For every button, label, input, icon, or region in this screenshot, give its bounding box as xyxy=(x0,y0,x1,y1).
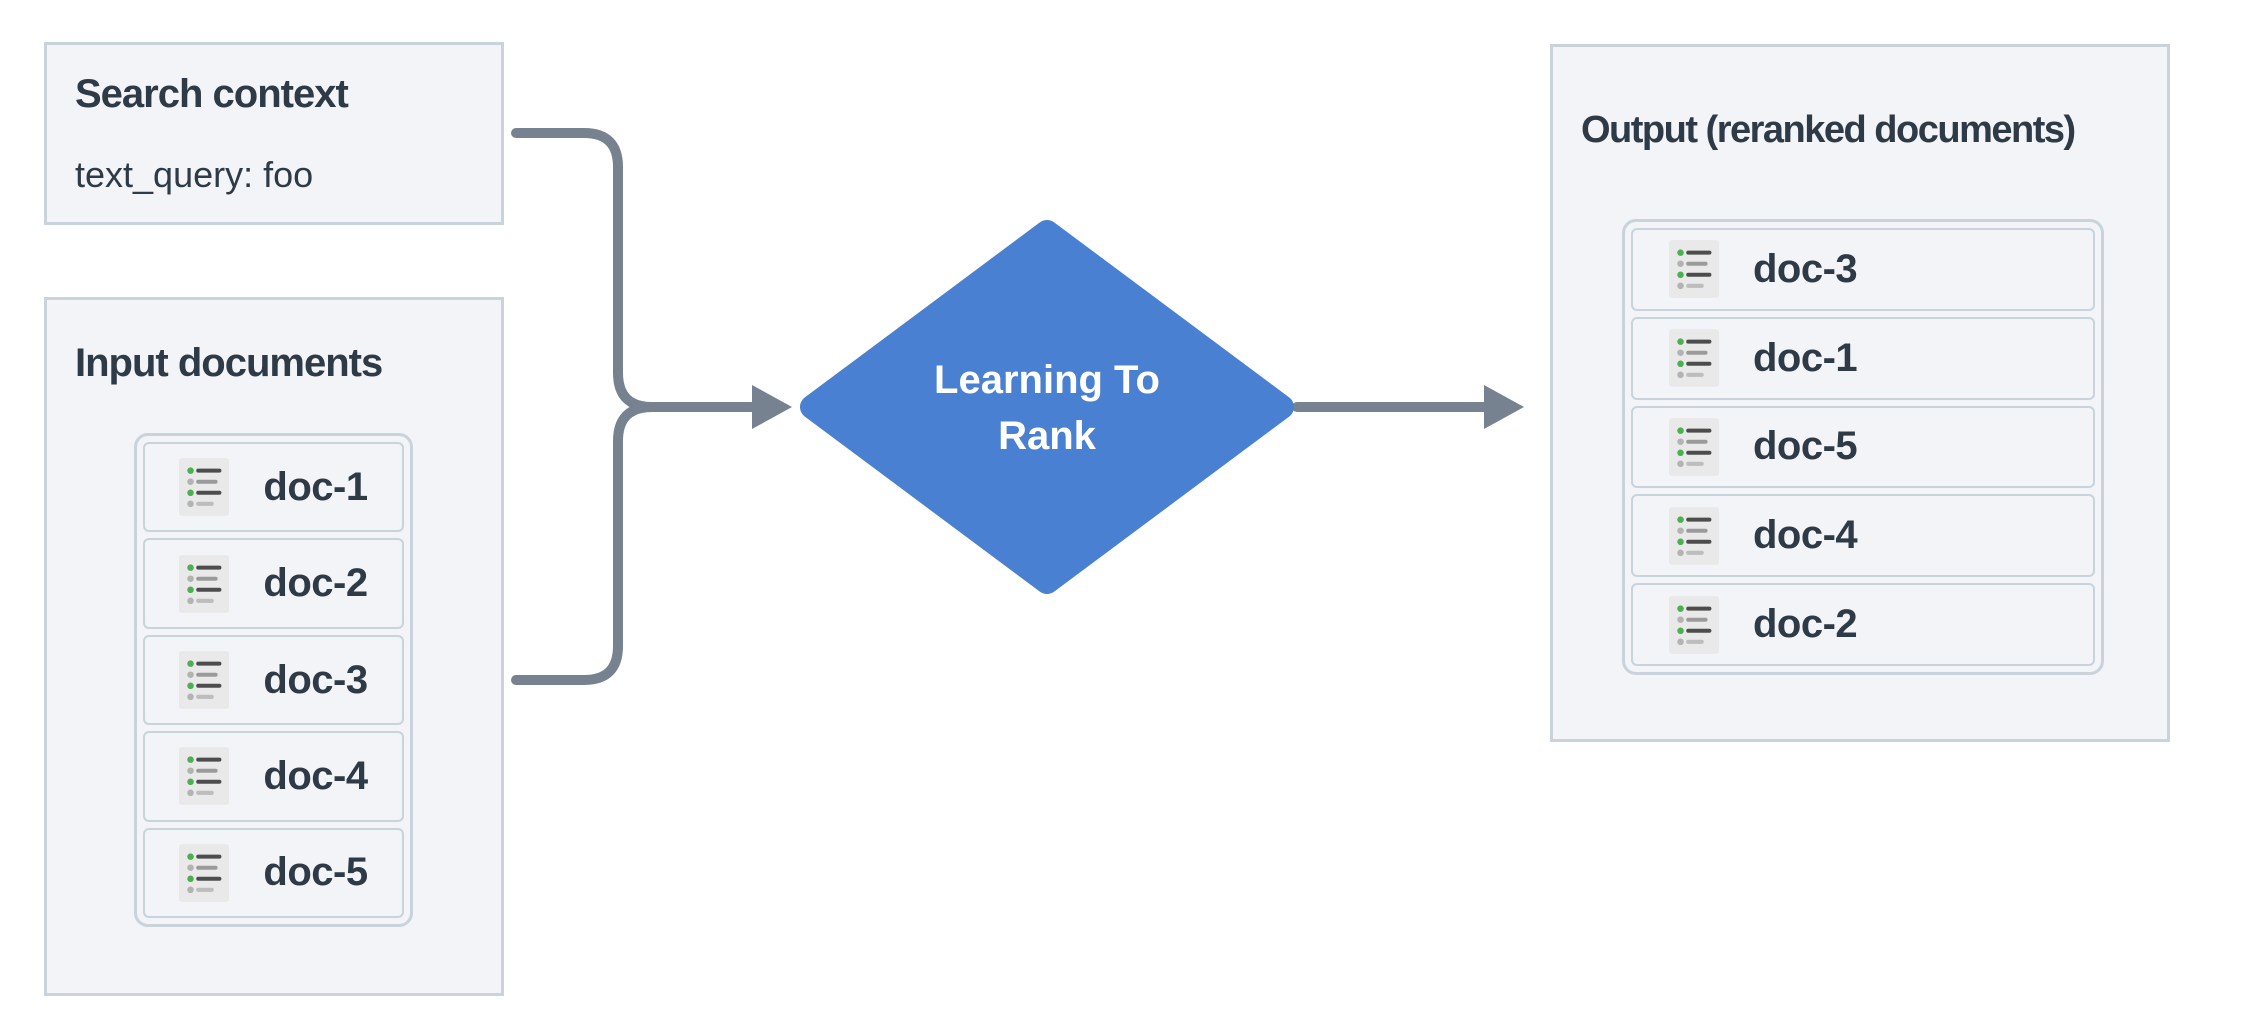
document-list-icon xyxy=(1669,329,1719,388)
merge-arrow-head xyxy=(752,385,792,429)
document-list-icon xyxy=(179,843,230,902)
search-context-panel: Search context text_query: foo xyxy=(44,42,504,225)
search-query-text: text_query: foo xyxy=(75,154,314,195)
doc-row: doc-5 xyxy=(143,827,404,919)
output-panel: Output (reranked documents) xyxy=(1550,44,2170,742)
doc-row: doc-4 xyxy=(1631,494,2095,578)
diamond-label: Learning To Rank xyxy=(810,232,1284,584)
input-documents-panel: Input documents doc-1 xyxy=(44,297,504,996)
search-context-title: Search context xyxy=(75,72,349,116)
doc-row: doc-5 xyxy=(1631,405,2095,489)
document-list-icon xyxy=(179,458,230,517)
document-list-icon xyxy=(179,554,230,613)
doc-row: doc-4 xyxy=(143,731,404,822)
doc-row: doc-2 xyxy=(1631,583,2095,666)
document-list-icon xyxy=(1669,595,1719,654)
document-list-icon xyxy=(1669,506,1719,565)
input-documents-connector xyxy=(511,402,657,685)
search-context-connector xyxy=(511,128,657,412)
doc-label: doc-3 xyxy=(263,657,368,702)
input-doc-list: doc-1 doc-2 xyxy=(134,433,413,927)
doc-row: doc-3 xyxy=(143,634,404,726)
doc-label: doc-2 xyxy=(1753,602,1858,647)
output-arrow-head xyxy=(1484,385,1524,429)
diamond-shape xyxy=(800,220,1294,594)
document-list-icon xyxy=(1669,418,1719,476)
diamond-label-line-2: Rank xyxy=(998,414,1096,458)
document-list-icon xyxy=(1669,240,1719,299)
doc-label: doc-5 xyxy=(263,850,368,895)
doc-label: doc-5 xyxy=(1753,424,1858,469)
output-title: Output (reranked documents) xyxy=(1581,109,2076,151)
doc-row: doc-2 xyxy=(143,538,404,629)
doc-label: doc-3 xyxy=(1753,246,1858,291)
diamond-label-line-1: Learning To xyxy=(934,358,1160,402)
input-documents-title: Input documents xyxy=(75,341,383,385)
doc-label: doc-4 xyxy=(1753,513,1858,558)
doc-label: doc-4 xyxy=(263,753,368,798)
doc-row: doc-1 xyxy=(143,442,404,533)
doc-row: doc-3 xyxy=(1631,228,2095,311)
output-doc-list: doc-3 doc-1 xyxy=(1622,219,2104,675)
document-list-icon xyxy=(179,651,230,709)
doc-row: doc-1 xyxy=(1631,316,2095,400)
doc-label: doc-1 xyxy=(263,464,368,509)
doc-label: doc-1 xyxy=(1753,335,1858,380)
document-list-icon xyxy=(179,747,230,806)
doc-label: doc-2 xyxy=(263,561,368,606)
